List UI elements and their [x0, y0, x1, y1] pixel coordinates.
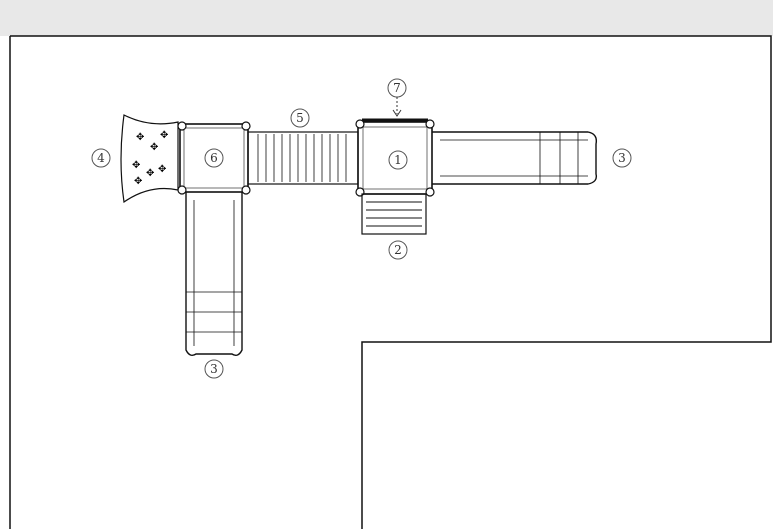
stairs: [361, 193, 427, 235]
callout-slide-right-label: 3: [618, 151, 626, 165]
callout-bridge-label: 5: [296, 111, 304, 125]
callout-bridge: 5: [290, 108, 310, 128]
callout-slide-right: 3: [612, 148, 632, 168]
callout-top-entry: 7: [387, 78, 407, 117]
climbing-hold-icon: ✥: [136, 132, 144, 143]
climbing-hold-icon: ✥: [160, 130, 168, 141]
header-bar: [0, 0, 773, 36]
callout-slide-bottom: 3: [204, 359, 224, 379]
callout-top-entry-label: 7: [393, 81, 401, 95]
climbing-hold-icon: ✥: [146, 168, 154, 179]
callout-climbing-wall-label: 4: [97, 151, 105, 165]
climbing-hold-icon: ✥: [134, 176, 142, 187]
deck-left: [177, 121, 251, 195]
site-boundary: [9, 35, 772, 529]
callout-stairs-label: 2: [394, 243, 402, 257]
climbing-wall: ✥ ✥ ✥ ✥ ✥ ✥ ✥: [120, 114, 179, 204]
callout-deck-left-label: 6: [210, 151, 218, 165]
climbing-hold-icon: ✥: [158, 164, 166, 175]
slide-right: [432, 131, 598, 185]
callout-slide-bottom-label: 3: [210, 362, 218, 376]
callout-climbing-wall: 4: [91, 148, 111, 168]
callout-stairs: 2: [388, 240, 408, 260]
climbing-hold-icon: ✥: [150, 142, 158, 153]
callout-deck-main-label: 1: [394, 153, 402, 167]
slide-bottom: [185, 192, 243, 357]
climbing-hold-icon: ✥: [132, 160, 140, 171]
bridge: [247, 131, 359, 185]
callout-deck-main: 1: [388, 150, 408, 170]
callout-deck-left: 6: [204, 148, 224, 168]
